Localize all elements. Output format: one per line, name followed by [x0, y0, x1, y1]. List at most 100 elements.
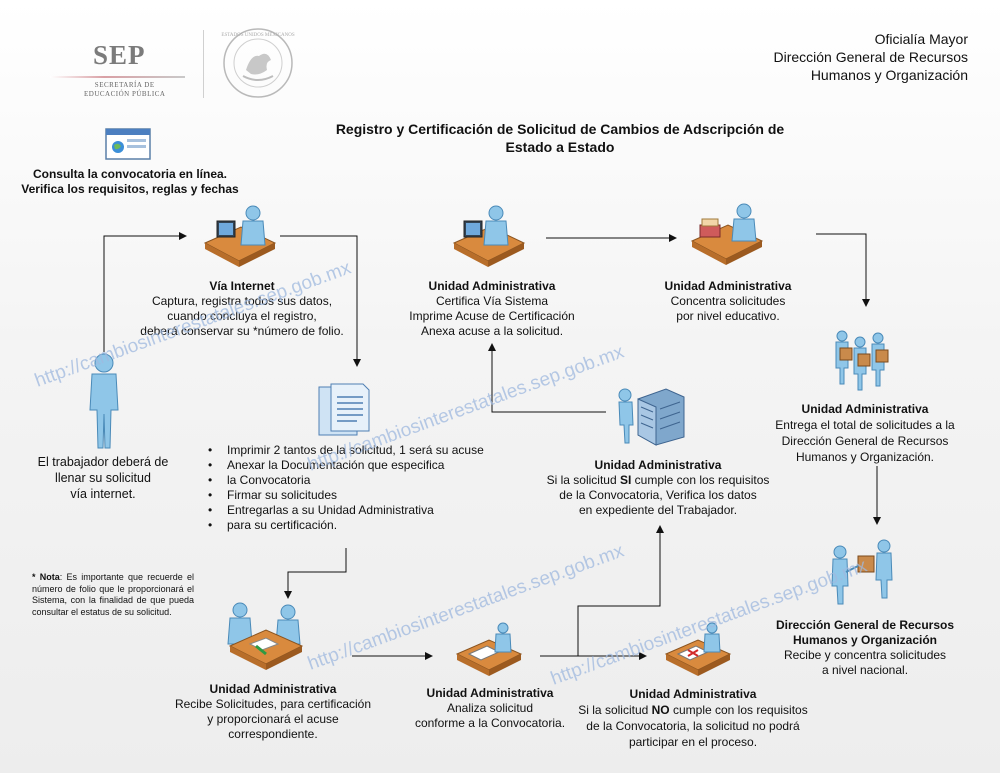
desk-meeting-icon: [227, 602, 304, 670]
ua-no-line1-b: NO: [651, 703, 670, 717]
ua-entrega-heading: Unidad Administrativa: [801, 402, 929, 416]
ua-si-text: Unidad Administrativa Si la solicitud SI…: [520, 458, 796, 518]
ua-certifica-workstation-icon: [452, 205, 526, 267]
ua-recibe-line1: Recibe Solicitudes, para certificación: [174, 697, 372, 711]
bullet-item: Entregarlas a su Unidad Administrativa: [205, 503, 525, 518]
handshake-people-icon: [831, 539, 893, 605]
header-line1: Oficialía Mayor: [874, 31, 968, 47]
bullet-continuation: para su certificación.: [205, 518, 525, 533]
bullet-item: Anexar la Documentación que especifica: [205, 458, 525, 473]
ua-recibe-text: Unidad Administrativa Recibe Solicitudes…: [158, 682, 388, 742]
sep-logo-line: [50, 76, 185, 78]
ua-entrega-text: Unidad Administrativa Entrega el total d…: [750, 401, 980, 465]
sep-logo-sub2: EDUCACIÓN PÚBLICA: [84, 90, 166, 98]
sep-logo: SEP SECRETARÍA DE EDUCACIÓN PÚBLICA: [50, 40, 190, 100]
diagram-title: Registro y Certificación de Solicitud de…: [300, 120, 820, 156]
dgrho-line1: Recibe y concentra solicitudes: [783, 648, 947, 662]
boxes-people-icon: [835, 330, 889, 391]
ua-concentra-line2: por nivel educativo.: [676, 309, 780, 323]
worker-person-icon: [89, 353, 119, 449]
arrow-internet-to-docs: [280, 235, 361, 367]
via-internet-text: Vía Internet Captura, registra todos sus…: [122, 279, 362, 339]
title-line1: Registro y Certificación de Solicitud de…: [335, 121, 785, 137]
folio-note: * Nota: Es importante que recuerde el nú…: [32, 572, 194, 618]
browser-icon: [105, 128, 151, 160]
ua-analiza-heading: Unidad Administrativa: [426, 686, 554, 700]
ua-si-heading: Unidad Administrativa: [594, 458, 722, 472]
requirements-list: Imprimir 2 tantos de la solicitud, 1 ser…: [205, 443, 525, 533]
logo-divider: [203, 30, 204, 98]
ua-si-line1: Si la solicitud SI cumple con los requis…: [520, 473, 796, 488]
ua-entrega-line1: Entrega el total de solicitudes a la: [775, 418, 955, 432]
consulta-text: Consulta la convocatoria en línea. Verif…: [15, 167, 245, 197]
desk-paper-icon: [455, 622, 523, 676]
desk-stack-icon: [690, 203, 764, 265]
documents-icon: [318, 383, 370, 436]
server-rack-icon: [618, 388, 685, 446]
ua-certifica-line2: Imprime Acuse de Certificación: [409, 309, 575, 323]
bullet-continuation: la Convocatoria: [205, 473, 525, 488]
consulta-line1: Consulta la convocatoria en línea.: [32, 167, 228, 181]
ua-si-line1-a: Si la solicitud: [546, 473, 620, 487]
sep-logo-word: SEP: [93, 40, 146, 70]
ua-recibe-line2: y proporcionará el acuse: [207, 712, 339, 726]
ua-no-line1-a: Si la solicitud: [578, 703, 652, 717]
header-line2: Dirección General de Recursos: [773, 49, 968, 65]
ua-analiza-line2: conforme a la Convocatoria.: [414, 716, 566, 730]
ua-si-line1-b: SI: [619, 473, 632, 487]
ua-recibe-heading: Unidad Administrativa: [209, 682, 337, 696]
ua-analiza-line1: Analiza solicitud: [446, 701, 534, 715]
ua-certifica-line3: Anexa acuse a la solicitud.: [420, 324, 564, 338]
ua-no-text: Unidad Administrativa Si la solicitud NO…: [560, 686, 826, 750]
seal-text: ESTADOS UNIDOS MEXICANOS: [221, 33, 294, 38]
bullet-item: Imprimir 2 tantos de la solicitud, 1 ser…: [205, 443, 525, 458]
arrow-analiza-to-si: [577, 525, 664, 656]
via-internet-line2: cuando concluya el registro,: [167, 309, 317, 323]
arrow-concentra-to-entrega: [816, 233, 870, 307]
consulta-line2: Verifica los requisitos, reglas y fechas: [21, 182, 239, 196]
arrow-si-to-certifica: [488, 343, 606, 413]
ua-recibe-line3: correspondiente.: [228, 727, 318, 741]
ua-entrega-line3: Humanos y Organización.: [795, 450, 935, 464]
sep-logo-sub1: SECRETARÍA DE: [94, 81, 155, 89]
note-label: * Nota: [32, 572, 60, 582]
dgrho-text: Dirección General de Recursos Humanos y …: [750, 618, 980, 678]
header-institution: Oficialía Mayor Dirección General de Rec…: [773, 30, 968, 84]
ua-analiza-text: Unidad Administrativa Analiza solicitud …: [395, 686, 585, 731]
ua-no-line2: de la Convocatoria, la solicitud no podr…: [586, 719, 800, 733]
bullet-item: Firmar su solicitudes: [205, 488, 525, 503]
ua-si-line1-c: cumple con los requisitos: [631, 473, 770, 487]
desk-reject-icon: [664, 622, 732, 676]
trabajador-line2: llenar su solicitud: [55, 471, 151, 485]
ua-certifica-text: Unidad Administrativa Certifica Vía Sist…: [372, 279, 612, 339]
computer-workstation-icon: [203, 205, 277, 267]
trabajador-text: El trabajador deberá de llenar su solici…: [18, 454, 188, 502]
mexican-seal-icon: ESTADOS UNIDOS MEXICANOS: [221, 28, 295, 98]
ua-certifica-line1: Certifica Vía Sistema: [435, 294, 549, 308]
via-internet-line3: deberá conservar su *número de folio.: [140, 324, 344, 338]
ua-no-line1: Si la solicitud NO cumple con los requis…: [560, 702, 826, 718]
trabajador-line1: El trabajador deberá de: [37, 455, 169, 469]
ua-no-line3: participar en el proceso.: [628, 735, 758, 749]
title-line2: Estado a Estado: [505, 139, 615, 155]
arrow-docs-to-recibe: [284, 548, 347, 599]
ua-entrega-line2: Dirección General de Recursos: [781, 434, 949, 448]
via-internet-heading: Vía Internet: [209, 279, 275, 293]
via-internet-line1: Captura, registra todos sus datos,: [151, 294, 333, 308]
ua-concentra-heading: Unidad Administrativa: [664, 279, 792, 293]
dgrho-heading1: Dirección General de Recursos: [775, 618, 955, 632]
ua-concentra-line1: Concentra solicitudes: [670, 294, 786, 308]
note-text: : Es importante que recuerde el número d…: [32, 572, 194, 617]
header-line3: Humanos y Organización: [810, 67, 968, 83]
arrow-worker-to-internet: [103, 232, 187, 352]
dgrho-line2: a nivel nacional.: [821, 663, 909, 677]
ua-concentra-text: Unidad Administrativa Concentra solicitu…: [628, 279, 828, 324]
ua-si-line2: de la Convocatoria, Verifica los datos: [559, 488, 757, 502]
dgrho-heading2: Humanos y Organización: [792, 633, 938, 647]
ua-no-line1-c: cumple con los requisitos: [669, 703, 808, 717]
ua-certifica-heading: Unidad Administrativa: [428, 279, 556, 293]
ua-no-heading: Unidad Administrativa: [629, 687, 757, 701]
ua-si-line3: en expediente del Trabajador.: [578, 503, 738, 517]
sep-logo-subtitle: SECRETARÍA DE EDUCACIÓN PÚBLICA: [84, 81, 165, 99]
